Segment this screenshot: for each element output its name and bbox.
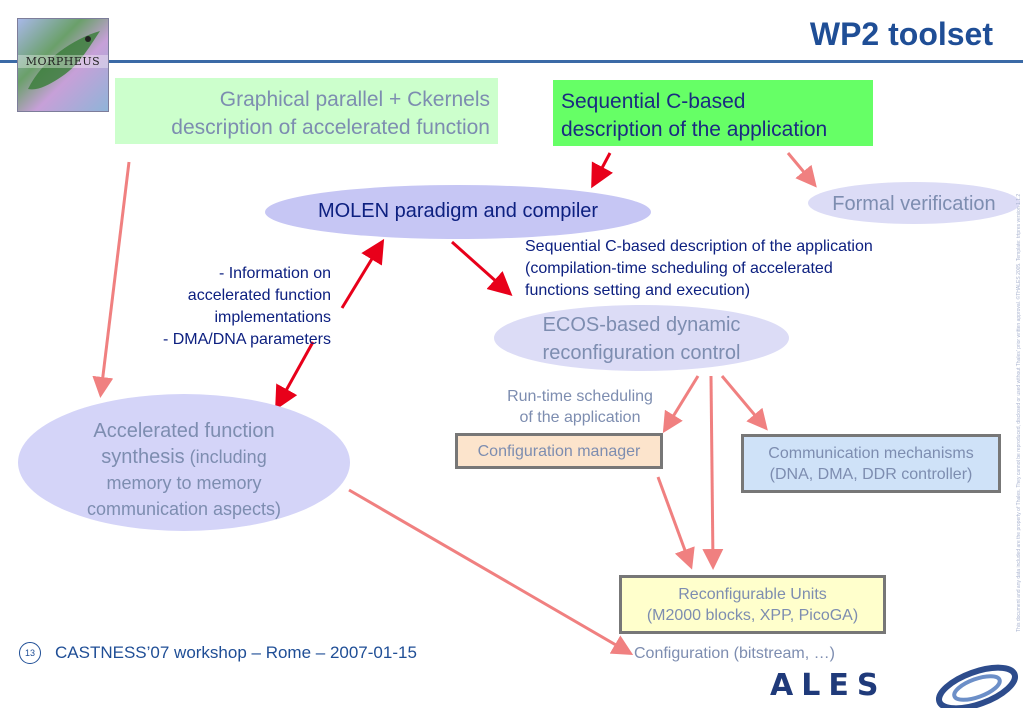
page-title: WP2 toolset (809, 16, 993, 52)
reconfigurable-units-box: Reconfigurable Units (M2000 blocks, XPP,… (619, 575, 886, 634)
comm-line-2: (DNA, DMA, DDR controller) (769, 466, 973, 483)
accel-line-2b: (including (184, 447, 267, 467)
formal-verification-node: Formal verification (808, 182, 1020, 224)
arrow-info-to-molen (340, 238, 385, 309)
communication-mechanisms-box: Communication mechanisms (DNA, DMA, DDR … (741, 434, 1001, 493)
arrow-ecos-to-config-manager (662, 375, 700, 434)
graphical-line-1: Graphical parallel + Ckernels (219, 88, 490, 111)
formal-label: Formal verification (832, 193, 996, 215)
sequential-line-1: Sequential C-based (561, 90, 746, 113)
arrow-ecos-to-comm (720, 375, 768, 431)
configuration-bitstream-label: Configuration (bitstream, …) (634, 645, 835, 662)
runtime-scheduling-label: Run-time scheduling of the application (490, 386, 670, 428)
side-notice: This document and any data included are … (1000, 193, 1022, 632)
info-line-2: accelerated function (187, 287, 331, 304)
accel-line-3: memory to memory (106, 473, 262, 493)
side-notice-text: This document and any data included are … (1016, 193, 1022, 632)
sequential-description-box: Sequential C-based description of the ap… (553, 80, 873, 146)
seq-desc-line-3: functions setting and execution) (525, 282, 751, 299)
info-line-3: implementations (214, 309, 332, 326)
info-line-1: - Information on (218, 265, 331, 282)
reconf-line-1: Reconfigurable Units (678, 586, 827, 603)
comm-line-1: Communication mechanisms (768, 445, 974, 462)
accelerated-synthesis-node: Accelerated function synthesis (includin… (18, 394, 350, 531)
ales-emblem-icon (936, 664, 1018, 708)
arrow-sequential-to-formal (786, 152, 817, 188)
morpheus-logo: MORPHEUS (17, 18, 109, 112)
sequential-desc-label: Sequential C-based description of the ap… (525, 236, 873, 302)
molen-label: MOLEN paradigm and compiler (317, 200, 599, 222)
accel-line-1: Accelerated function (93, 420, 275, 442)
arrow-graphical-to-accel (92, 161, 131, 398)
ecos-line-2: reconfiguration control (542, 342, 741, 364)
info-line-4: - DMA/DNA parameters (162, 331, 331, 348)
ecos-control-node: ECOS-based dynamic reconfiguration contr… (494, 305, 789, 371)
ales-logo: ALES (770, 668, 887, 703)
arrow-accel-to-bitstream (348, 488, 634, 656)
title-divider (0, 60, 1023, 63)
graphical-description-box: Graphical parallel + Ckernels descriptio… (115, 78, 498, 144)
reconf-line-2: (M2000 blocks, XPP, PicoGA) (646, 607, 859, 624)
config-manager-label: Configuration manager (477, 443, 641, 460)
ecos-line-1: ECOS-based dynamic (542, 314, 741, 336)
seq-desc-line-2: (compilation-time scheduling of accelera… (525, 260, 833, 277)
accel-line-2a: synthesis (101, 446, 185, 468)
logo-text: MORPHEUS (18, 55, 108, 68)
seq-desc-line-1: Sequential C-based description of the ap… (525, 238, 873, 255)
sequential-line-2: description of the application (561, 118, 828, 141)
page-number: 13 (19, 642, 41, 664)
runtime-line-2: of the application (519, 409, 641, 426)
arrow-info-to-accel (275, 341, 315, 411)
arrow-ecos-to-reconf (702, 375, 724, 570)
arrow-sequential-to-molen (591, 152, 614, 189)
molen-compiler-node: MOLEN paradigm and compiler (265, 185, 651, 239)
graphical-line-2: description of accelerated function (171, 116, 490, 139)
arrow-molen-to-ecos (451, 240, 513, 296)
chameleon-icon (28, 31, 100, 90)
arrow-config-manager-to-reconf (656, 476, 695, 570)
info-label: - Information on accelerated function im… (163, 263, 331, 351)
configuration-manager-box: Configuration manager (455, 433, 663, 469)
runtime-line-1: Run-time scheduling (507, 388, 653, 405)
footer-text: CASTNESS’07 workshop – Rome – 2007-01-15 (55, 643, 417, 662)
accel-line-4: communication aspects) (86, 499, 282, 519)
